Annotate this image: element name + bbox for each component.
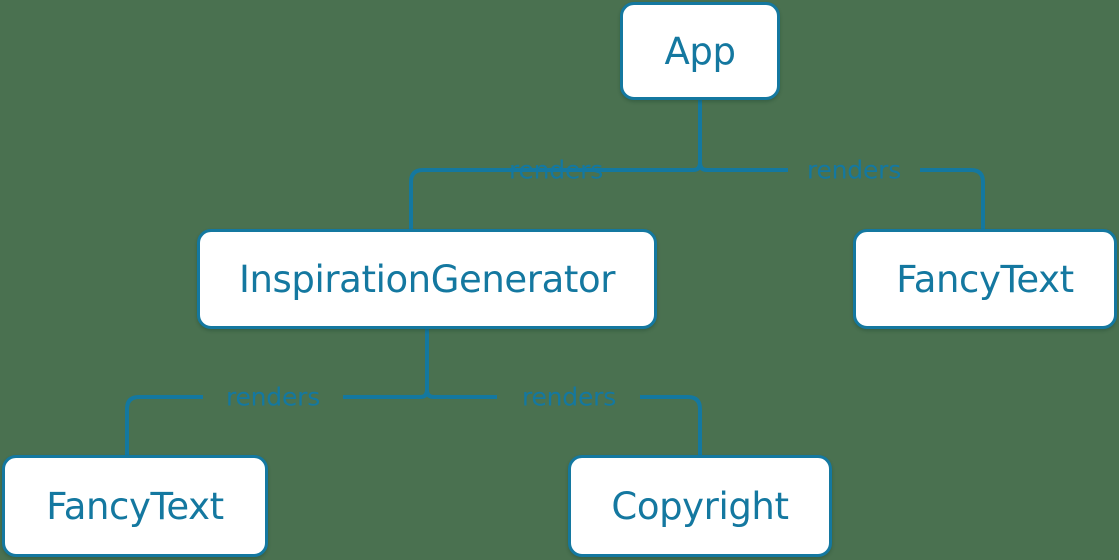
node-app-label: App: [664, 29, 736, 73]
node-inspiration-generator-label: InspirationGenerator: [238, 257, 616, 301]
node-fancytext-right[interactable]: FancyText: [853, 229, 1117, 329]
edge-label-app-to-inspiration: renders: [508, 155, 604, 185]
edge-label-inspiration-to-copyright: renders: [521, 382, 617, 412]
node-copyright-label: Copyright: [611, 484, 789, 528]
connector-app-to-inspiration: [409, 168, 672, 229]
node-fancytext-right-label: FancyText: [896, 257, 1074, 301]
node-copyright[interactable]: Copyright: [568, 455, 832, 557]
connector-app-to-fancytext-right: [728, 168, 985, 229]
node-inspiration-generator[interactable]: InspirationGenerator: [197, 229, 657, 329]
connector-inspiration-to-copyright: [455, 395, 702, 455]
connector-inspiration-to-fancytext-left: [125, 395, 399, 455]
node-fancytext-left[interactable]: FancyText: [2, 455, 268, 557]
connector-inspiration-junction-left: [399, 389, 429, 399]
node-app[interactable]: App: [620, 2, 780, 100]
edge-label-app-to-fancytext-right: renders: [806, 155, 902, 185]
edge-label-inspiration-to-fancytext-left: renders: [225, 382, 321, 412]
connector-app-junction-right: [698, 162, 728, 172]
connector-app-junction-left: [672, 162, 702, 172]
node-fancytext-left-label: FancyText: [46, 484, 224, 528]
connector-inspiration-junction-right: [425, 389, 455, 399]
